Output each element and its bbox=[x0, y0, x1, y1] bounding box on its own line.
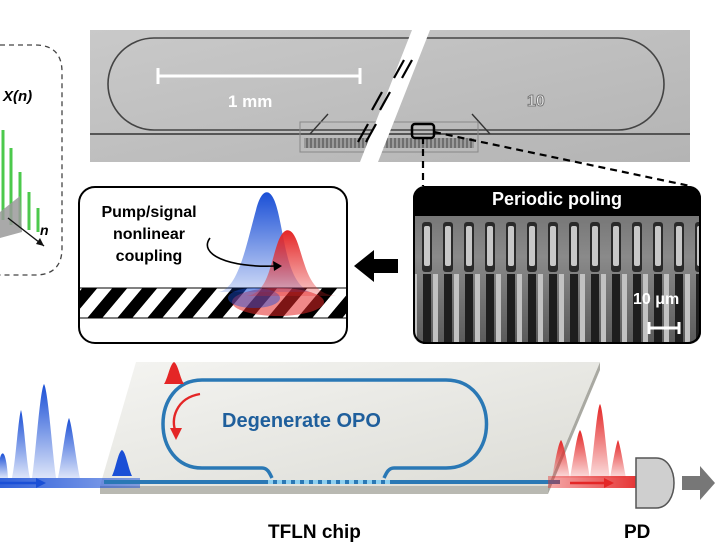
xn-inset-dashed-border bbox=[0, 44, 63, 276]
xn-label: X(n) bbox=[3, 88, 33, 105]
pd-label: PD bbox=[624, 522, 651, 543]
xn-inset bbox=[0, 44, 63, 276]
gray-right-arrow-icon bbox=[682, 466, 715, 500]
device-number-label: 10 bbox=[527, 93, 546, 111]
n-axis-label: n bbox=[40, 222, 49, 238]
black-left-arrow-icon bbox=[354, 250, 398, 282]
scale-bar-mm-label: 1 mm bbox=[228, 92, 273, 111]
signal-pulse bbox=[246, 230, 336, 296]
coupling-label-line2: nonlinear bbox=[112, 226, 185, 243]
chip-schematic bbox=[0, 362, 715, 509]
input-pulse-train bbox=[0, 384, 80, 478]
scale-bar-um-label: 10 μm bbox=[633, 291, 680, 308]
chip-side bbox=[100, 486, 548, 494]
coupling-label-line1: Pump/signal bbox=[101, 204, 197, 221]
chip-red-pulse bbox=[164, 362, 184, 384]
opo-label: Degenerate OPO bbox=[222, 410, 381, 432]
periodic-poling-image bbox=[413, 186, 701, 344]
input-beam bbox=[0, 478, 140, 488]
xn-gray-cone bbox=[0, 196, 22, 238]
coupling-label-line3: coupling bbox=[115, 248, 183, 265]
microscope-image bbox=[90, 30, 690, 162]
output-pulse-train bbox=[552, 404, 626, 478]
coupling-illustration bbox=[78, 186, 348, 344]
image-break bbox=[360, 30, 430, 162]
chip-label: TFLN chip bbox=[268, 522, 361, 543]
chip-racetrack-ring bbox=[161, 378, 489, 470]
periodic-poling-title: Periodic poling bbox=[491, 189, 622, 209]
photodetector-icon bbox=[635, 457, 675, 509]
chip-blue-pulse bbox=[112, 450, 132, 476]
